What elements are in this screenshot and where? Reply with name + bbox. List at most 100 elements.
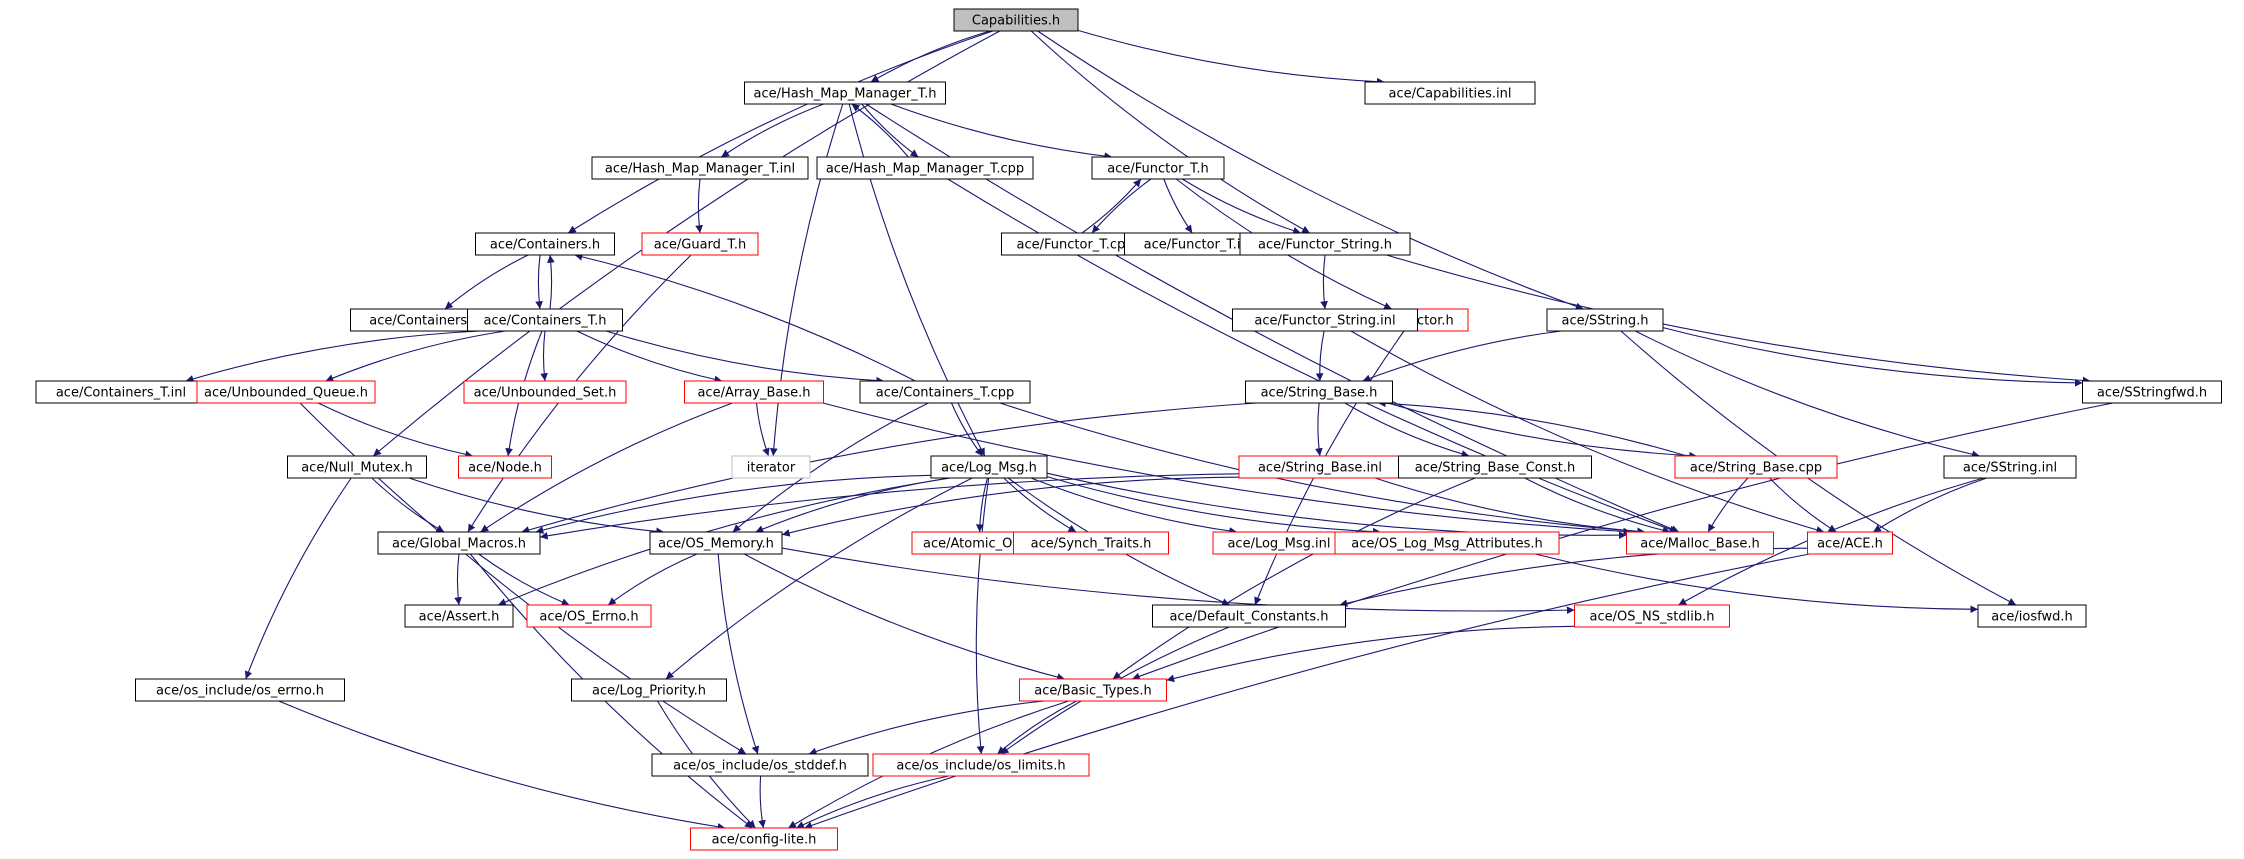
node-malloc-base-h[interactable]: ace/Malloc_Base.h [1626, 531, 1774, 555]
node-label: ace/Node.h [468, 461, 542, 476]
node-hash-map-manager-t-cpp[interactable]: ace/Hash_Map_Manager_T.cpp [816, 156, 1034, 180]
node-label: ace/Containers_T.h [483, 314, 606, 329]
node-log-priority-h[interactable]: ace/Log_Priority.h [571, 678, 727, 702]
node-sstring-inl[interactable]: ace/SString.inl [1943, 455, 2077, 479]
node-os-include-os-errno-h[interactable]: ace/os_include/os_errno.h [135, 678, 345, 702]
edge-ace_h-to-default_constants_h [1339, 547, 1808, 607]
node-null-mutex-h[interactable]: ace/Null_Mutex.h [287, 455, 427, 479]
node-os-memory-h[interactable]: ace/OS_Memory.h [649, 531, 783, 555]
node-os-log-msg-attributes-h[interactable]: ace/OS_Log_Msg_Attributes.h [1334, 531, 1560, 555]
node-string-base-const-h[interactable]: ace/String_Base_Const.h [1398, 455, 1592, 479]
node-array-base-h[interactable]: ace/Array_Base.h [684, 380, 824, 404]
node-box [1398, 455, 1592, 479]
node-label: ace/Hash_Map_Manager_T.inl [605, 162, 795, 177]
node-label: ace/Hash_Map_Manager_T.cpp [826, 162, 1024, 177]
node-box [1091, 156, 1225, 180]
node-box [591, 156, 809, 180]
edge-string_base_cpp-to-string_base_h [1378, 399, 1688, 457]
edge-string_base_const_h-to-malloc_base_h [1524, 477, 1671, 534]
edge-log_msg_h-to-global_macros_h [535, 474, 932, 534]
node-box [651, 753, 869, 777]
node-containers-t-h[interactable]: ace/Containers_T.h [467, 308, 623, 332]
node-config-lite-h[interactable]: ace/config-lite.h [690, 827, 838, 851]
node-sstring-h[interactable]: ace/SString.h [1546, 308, 1664, 332]
edge-hash_map_manager_t_h-to-hash_map_manager_t_cpp [861, 103, 919, 158]
node-string-base-h[interactable]: ace/String_Base.h [1245, 380, 1393, 404]
node-os-errno-h[interactable]: ace/OS_Errno.h [526, 604, 652, 628]
node-label: ace/String_Base_Const.h [1415, 461, 1575, 476]
node-hash-map-manager-t-inl[interactable]: ace/Hash_Map_Manager_T.inl [591, 156, 809, 180]
node-functor-t-inl[interactable]: ace/Functor_T.inl [1124, 232, 1272, 256]
node-unbounded-set-h[interactable]: ace/Unbounded_Set.h [463, 380, 627, 404]
edges-layer [185, 29, 2114, 831]
node-label: ace/String_Base.inl [1258, 461, 1382, 476]
node-log-msg-h[interactable]: ace/Log_Msg.h [930, 455, 1048, 479]
edge-log_msg_h-to-log_msg_inl [1030, 477, 1238, 535]
node-containers-inl[interactable]: ace/Containers.inl [350, 308, 506, 332]
node-box [1232, 308, 1418, 332]
node-functor-t-h[interactable]: ace/Functor_T.h [1091, 156, 1225, 180]
node-label: ace/Log_Msg.inl [1227, 537, 1330, 552]
edge-sstringfwd_h-to-basic_types_h [1131, 402, 2114, 680]
edge-unbounded_queue_h-to-node_h [317, 402, 474, 459]
node-label: ace/Basic_Types.h [1034, 684, 1151, 699]
edge-hash_map_manager_t_h-to-hash_map_manager_t_inl [720, 103, 824, 158]
node-basic-types-h[interactable]: ace/Basic_Types.h [1019, 678, 1167, 702]
node-assert-h[interactable]: ace/Assert.h [404, 604, 514, 628]
node-os-include-os-limits-h[interactable]: ace/os_include/os_limits.h [872, 753, 1090, 777]
edge-containers_t_cpp-to-malloc_base_h [999, 402, 1646, 536]
edge-containers_h-to-containers_inl [444, 254, 529, 310]
node-hash-map-manager-t-h[interactable]: ace/Hash_Map_Manager_T.h [744, 81, 946, 105]
node-default-constants-h[interactable]: ace/Default_Constants.h [1152, 604, 1346, 628]
edge-os_ns_stdlib_h-to-basic_types_h [1166, 625, 1575, 683]
edge-os_include_os_errno_h-to-config_lite_h [278, 700, 726, 831]
edge-array_base_h-to-iterator [755, 402, 770, 457]
node-node-h[interactable]: ace/Node.h [458, 455, 552, 479]
node-iterator[interactable]: iterator [731, 455, 811, 479]
node-box [571, 678, 727, 702]
node-box [1807, 531, 1893, 555]
node-containers-h[interactable]: ace/Containers.h [475, 232, 615, 256]
node-functor-string-h[interactable]: ace/Functor_String.h [1239, 232, 1411, 256]
node-box [816, 156, 1034, 180]
node-box [1013, 531, 1169, 555]
edge-string_base_inl-to-os_memory_h [781, 476, 1240, 537]
node-synch-traits-h[interactable]: ace/Synch_Traits.h [1013, 531, 1169, 555]
edge-string_base_inl-to-malloc_base_h [1374, 477, 1646, 536]
edge-capabilities_h-to-hash_map_manager_t_h [870, 30, 991, 83]
node-os-include-os-stddef-h[interactable]: ace/os_include/os_stddef.h [651, 753, 869, 777]
node-ace-h[interactable]: ace/ACE.h [1807, 531, 1893, 555]
node-label: ace/Guard_T.h [654, 238, 746, 253]
edge-capabilities_h-to-sstring_h [1037, 30, 1584, 310]
node-label: ace/Unbounded_Set.h [474, 386, 617, 401]
edge-os_memory_h-to-os_ns_stdlib_h [781, 547, 1575, 615]
node-os-ns-stdlib-h[interactable]: ace/OS_NS_stdlib.h [1574, 604, 1730, 628]
node-string-base-cpp[interactable]: ace/String_Base.cpp [1674, 455, 1838, 479]
node-string-base-inl[interactable]: ace/String_Base.inl [1238, 455, 1402, 479]
node-capabilities-inl[interactable]: ace/Capabilities.inl [1364, 81, 1536, 105]
node-box [1364, 81, 1536, 105]
edge-null_mutex_h-to-global_macros_h [371, 477, 445, 533]
edge-basic_types_h-to-os_include_os_stddef_h [808, 700, 1045, 756]
node-label: ace/Malloc_Base.h [1640, 537, 1760, 552]
node-capabilities-h[interactable]: Capabilities.h [953, 8, 1079, 32]
node-label: ace/String_Base.cpp [1690, 461, 1822, 476]
node-functor-string-inl[interactable]: ace/Functor_String.inl [1232, 308, 1418, 332]
node-log-msg-inl[interactable]: ace/Log_Msg.inl [1212, 531, 1346, 555]
node-label: ace/Default_Constants.h [1169, 610, 1328, 625]
node-unbounded-queue-h[interactable]: ace/Unbounded_Queue.h [196, 380, 376, 404]
node-label: ace/Hash_Map_Manager_T.h [754, 87, 937, 102]
node-sstringfwd-h[interactable]: ace/SStringfwd.h [2082, 380, 2222, 404]
node-functor-t-cpp[interactable]: ace/Functor_T.cpp [1001, 232, 1149, 256]
node-iosfwd-h[interactable]: ace/iosfwd.h [1977, 604, 2087, 628]
node-guard-t-h[interactable]: ace/Guard_T.h [641, 232, 759, 256]
node-label: Capabilities.h [972, 14, 1060, 29]
node-containers-t-inl[interactable]: ace/Containers_T.inl [35, 380, 207, 404]
node-global-macros-h[interactable]: ace/Global_Macros.h [377, 531, 541, 555]
edge-containers_t_h-to-unbounded_set_h [540, 330, 548, 382]
node-containers-t-cpp[interactable]: ace/Containers_T.cpp [859, 380, 1031, 404]
node-box [1546, 308, 1664, 332]
edge-functor_string_inl-to-string_base_h [1315, 330, 1325, 382]
edge-containers_t_cpp-to-containers_h [574, 253, 916, 382]
node-label: ace/Unbounded_Queue.h [204, 386, 368, 401]
